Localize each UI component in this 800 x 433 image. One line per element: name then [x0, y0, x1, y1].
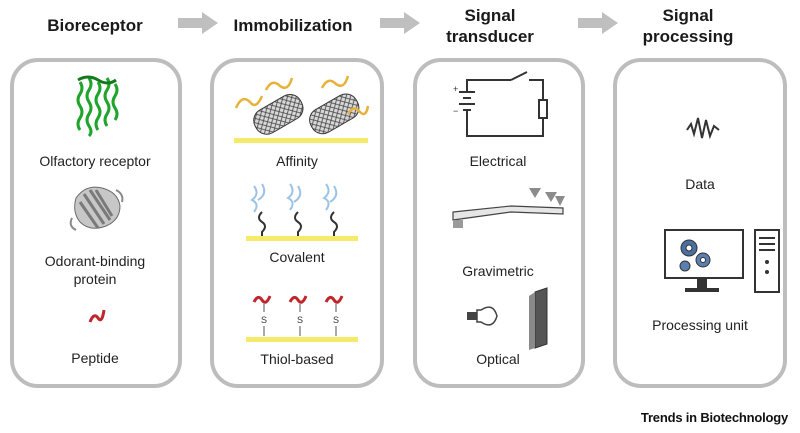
processing-unit-computer-icon [664, 229, 780, 293]
label-data: Data [685, 176, 715, 192]
label-protein: protein [73, 271, 117, 287]
header-signal-processing: Signal processing [603, 5, 773, 47]
label-thiol-based: Thiol-based [260, 351, 334, 367]
panel-signal-transducer: + − Electrical Gravimetric Optical [413, 58, 585, 388]
header-signal-processing-line2: processing [642, 27, 734, 46]
panel-signal-processing: Data Processing unit [613, 58, 787, 388]
arrow-icon [178, 12, 218, 34]
label-covalent: Covalent [269, 249, 325, 265]
thiol-s-label: S [261, 315, 267, 325]
journal-footer: Trends in Biotechnology [640, 410, 788, 425]
label-electrical: Electrical [469, 153, 527, 169]
label-olfactory-receptor: Olfactory receptor [39, 153, 151, 169]
label-odorant-binding: Odorant-binding [44, 253, 146, 269]
electrical-circuit-icon: + − [453, 71, 548, 137]
label-gravimetric: Gravimetric [462, 263, 534, 279]
data-waveform-icon [686, 117, 720, 140]
peptide-icon [88, 309, 106, 323]
optical-lightbulb-icon [467, 287, 548, 350]
panel-immobilization: Affinity Covalent S S S Thiol-based [210, 58, 384, 388]
label-optical: Optical [476, 351, 520, 367]
battery-plus: + [453, 84, 458, 94]
odorant-binding-protein-icon [69, 186, 124, 231]
thiol-s-label: S [333, 315, 339, 325]
header-signal-transducer: Signal transducer [405, 5, 575, 47]
label-affinity: Affinity [276, 153, 318, 169]
label-processing-unit: Processing unit [652, 317, 748, 333]
covalent-attachment-icon [246, 183, 358, 241]
arrow-icon [380, 12, 420, 34]
thiol-s-label: S [297, 315, 303, 325]
header-signal-transducer-line2: transducer [446, 27, 534, 46]
header-bioreceptor: Bioreceptor [47, 16, 143, 35]
gravimetric-cantilever-icon [452, 188, 565, 228]
panel-bioreceptor: Olfactory receptor Odorant-binding prote… [10, 58, 182, 388]
gear-icon [679, 239, 711, 272]
header-immobilization: Immobilization [233, 16, 353, 35]
affinity-nanotube-icon [234, 75, 370, 143]
battery-minus: − [453, 106, 458, 116]
arrow-icon [578, 12, 618, 34]
header-signal-processing-line1: Signal [662, 6, 714, 25]
header-signal-transducer-line1: Signal [464, 6, 516, 25]
thiol-attachment-icon: S S S [246, 295, 358, 342]
label-peptide: Peptide [71, 350, 119, 366]
olfactory-receptor-icon [76, 75, 119, 138]
